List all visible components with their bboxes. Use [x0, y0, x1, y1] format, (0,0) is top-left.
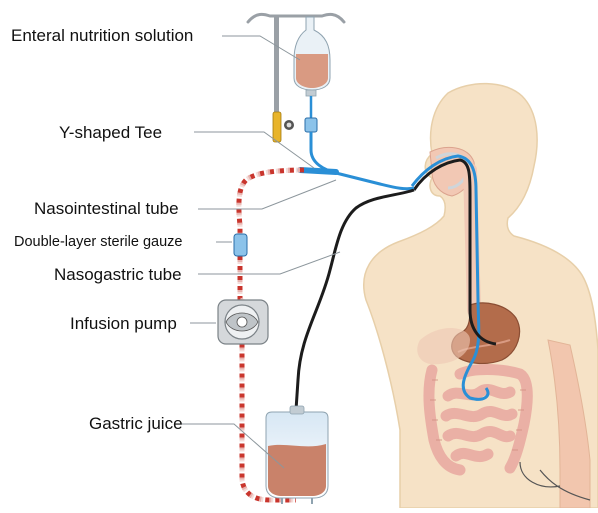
y-tee [300, 170, 336, 172]
feeding-tube [311, 132, 414, 189]
nutrition-bottle [294, 17, 330, 132]
label-infusion-pump: Infusion pump [70, 315, 177, 332]
drainage-bag [266, 406, 328, 504]
label-y-shaped-tee: Y-shaped Tee [59, 124, 162, 141]
gauze-clip [234, 234, 247, 256]
label-gastric-juice: Gastric juice [89, 415, 183, 432]
leader-lines [178, 36, 340, 468]
infusion-pump [218, 300, 268, 344]
label-enteral-nutrition-solution: Enteral nutrition solution [11, 27, 193, 44]
label-nasogastric-tube: Nasogastric tube [54, 266, 182, 283]
label-nasointestinal-tube: Nasointestinal tube [34, 200, 179, 217]
label-double-layer-sterile-gauze: Double-layer sterile gauze [14, 235, 182, 250]
